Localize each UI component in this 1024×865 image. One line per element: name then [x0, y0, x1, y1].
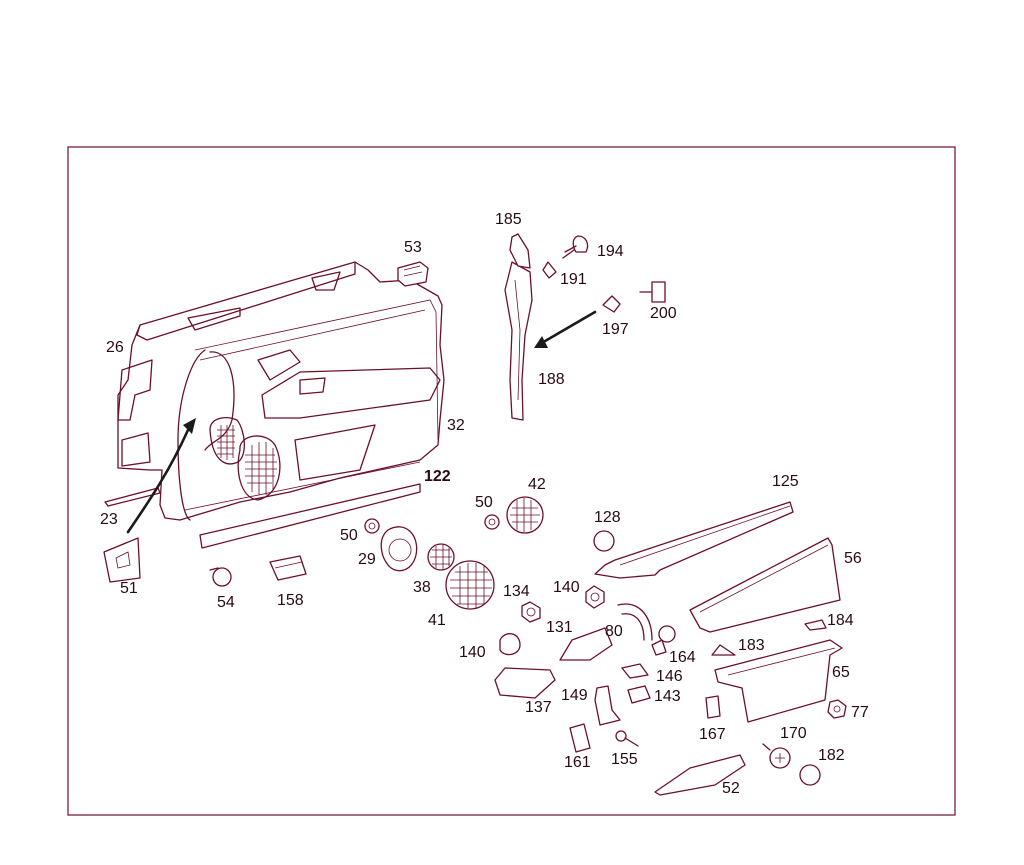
pointer-arrow-51 [126, 418, 196, 534]
door-panel-26 [117, 261, 445, 521]
clip-54 [209, 567, 232, 587]
callout-65: 65 [832, 664, 850, 681]
nut-134 [521, 601, 541, 623]
grommet-50a [364, 518, 380, 534]
clip-183 [711, 644, 736, 656]
callout-26: 26 [106, 339, 124, 356]
clip-167 [705, 695, 721, 719]
callout-188: 188 [538, 371, 565, 388]
callout-42: 42 [528, 476, 546, 493]
screw-155 [615, 730, 639, 747]
bracket-137 [494, 667, 556, 699]
callout-149: 149 [561, 687, 588, 704]
callout-50b: 50 [340, 527, 358, 544]
callout-137: 137 [525, 699, 552, 716]
bracket-149 [594, 685, 621, 726]
callout-54: 54 [217, 594, 235, 611]
callout-134: 134 [503, 583, 530, 600]
screw-194 [562, 235, 589, 259]
hook-80 [617, 603, 653, 641]
screw-170 [762, 743, 791, 769]
callout-125: 125 [772, 473, 799, 490]
callout-41: 41 [428, 612, 446, 629]
bracket-185 [509, 233, 531, 269]
callout-185: 185 [495, 211, 522, 228]
callout-50a: 50 [475, 494, 493, 511]
callout-182: 182 [818, 747, 845, 764]
bolt-200 [639, 281, 666, 303]
pointer-arrow-197 [534, 310, 597, 348]
grille-42 [506, 496, 544, 534]
callout-170: 170 [780, 725, 807, 742]
handle-65 [714, 639, 843, 723]
bezel-51 [103, 537, 141, 583]
callout-38: 38 [413, 579, 431, 596]
nut-140a [585, 585, 605, 609]
callout-140b: 140 [459, 644, 486, 661]
callout-161: 161 [564, 754, 591, 771]
callout-77: 77 [851, 704, 869, 721]
callout-122: 122 [424, 468, 451, 485]
callout-183: 183 [738, 637, 765, 654]
clip-143 [627, 685, 651, 704]
callout-131: 131 [546, 619, 573, 636]
cap-164 [651, 625, 676, 656]
callout-23: 23 [100, 511, 118, 528]
callout-184: 184 [827, 612, 854, 629]
grommet-50b [484, 514, 500, 530]
callout-140a: 140 [553, 579, 580, 596]
cap-128 [593, 530, 615, 552]
callout-194: 194 [597, 243, 624, 260]
callout-51: 51 [120, 580, 138, 597]
callout-143: 143 [654, 688, 681, 705]
nut-77 [827, 699, 847, 719]
trim-52 [654, 754, 746, 796]
cap-182 [799, 764, 821, 786]
ring-29 [380, 526, 418, 572]
grille-38 [427, 543, 455, 571]
strip-122 [199, 483, 421, 549]
callout-155: 155 [611, 751, 638, 768]
diagram-frame [67, 146, 956, 816]
strip-23 [104, 487, 161, 507]
clip-53 [397, 261, 429, 287]
callout-32: 32 [447, 417, 465, 434]
callout-167: 167 [699, 726, 726, 743]
clip-191 [542, 261, 557, 279]
callout-164: 164 [669, 649, 696, 666]
clip-161 [569, 723, 591, 753]
clip-146 [621, 663, 649, 679]
callout-128: 128 [594, 509, 621, 526]
bracket-131 [559, 627, 613, 661]
callout-146: 146 [656, 668, 683, 685]
clip-158 [269, 555, 307, 581]
callout-53: 53 [404, 239, 422, 256]
callout-80: 80 [605, 623, 623, 640]
callout-158: 158 [277, 592, 304, 609]
callout-56: 56 [844, 550, 862, 567]
rail-125 [594, 501, 794, 579]
callout-191: 191 [560, 271, 587, 288]
clip-184 [804, 619, 827, 631]
pillar-trim-188 [504, 261, 533, 421]
callout-labels: 185 53 194 191 200 197 26 188 32 122 125… [100, 211, 869, 797]
nut-140b [499, 633, 521, 656]
callout-197: 197 [602, 321, 629, 338]
clip-197 [602, 295, 621, 313]
armrest-56 [689, 537, 841, 633]
callout-52: 52 [722, 780, 740, 797]
grille-41 [445, 560, 495, 610]
callout-200: 200 [650, 305, 677, 322]
callout-29: 29 [358, 551, 376, 568]
